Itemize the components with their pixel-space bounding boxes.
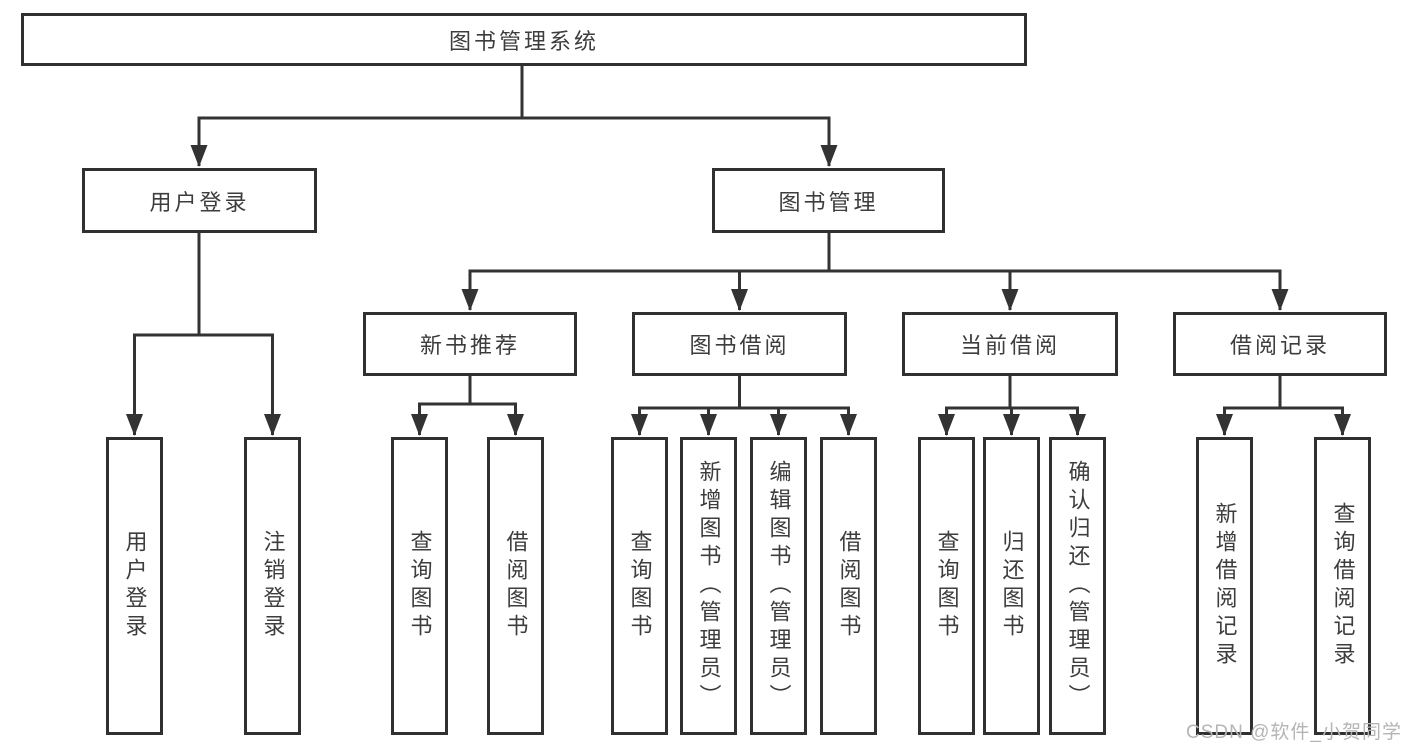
node-new-book-recommendation-label: 新书推荐 bbox=[419, 333, 520, 358]
node-library-management-system-label: 图书管理系统 bbox=[448, 28, 599, 54]
leaf-user-login-label: 用户登录 bbox=[122, 530, 148, 642]
leaf-borrow-books-2: 借阅图书 bbox=[820, 437, 877, 735]
leaf-confirm-return-admin: 确认归还（管理员） bbox=[1049, 437, 1106, 735]
node-new-book-recommendation: 新书推荐 bbox=[363, 312, 577, 376]
node-current-borrowing-label: 当前借阅 bbox=[959, 333, 1060, 358]
node-borrowing-records-label: 借阅记录 bbox=[1229, 333, 1330, 358]
leaf-query-books-2-label: 查询图书 bbox=[627, 530, 653, 642]
node-current-borrowing: 当前借阅 bbox=[902, 312, 1118, 376]
leaf-return-books-label: 归还图书 bbox=[999, 530, 1025, 642]
leaf-logout: 注销登录 bbox=[244, 437, 301, 735]
leaf-query-books-1: 查询图书 bbox=[391, 437, 448, 735]
leaf-query-books-3-label: 查询图书 bbox=[934, 530, 960, 642]
leaf-query-books-2: 查询图书 bbox=[611, 437, 668, 735]
leaf-edit-books-admin-label: 编辑图书（管理员） bbox=[766, 460, 792, 712]
leaf-query-books-1-label: 查询图书 bbox=[407, 530, 433, 642]
leaf-logout-label: 注销登录 bbox=[260, 530, 286, 642]
leaf-confirm-return-admin-label: 确认归还（管理员） bbox=[1065, 460, 1091, 712]
leaf-add-books-admin: 新增图书（管理员） bbox=[680, 437, 737, 735]
csdn-watermark: CSDN @软件_小贺同学 bbox=[1186, 722, 1402, 743]
leaf-borrow-books-2-label: 借阅图书 bbox=[836, 530, 862, 642]
node-book-management-label: 图书管理 bbox=[778, 189, 879, 215]
leaf-return-books: 归还图书 bbox=[983, 437, 1040, 735]
leaf-query-books-3: 查询图书 bbox=[918, 437, 975, 735]
leaf-edit-books-admin: 编辑图书（管理员） bbox=[750, 437, 807, 735]
leaf-user-login: 用户登录 bbox=[106, 437, 163, 735]
leaf-borrow-books-1-label: 借阅图书 bbox=[503, 530, 529, 642]
leaf-add-borrow-record: 新增借阅记录 bbox=[1196, 437, 1253, 735]
leaf-query-borrow-record-label: 查询借阅记录 bbox=[1330, 502, 1356, 670]
leaf-add-books-admin-label: 新增图书（管理员） bbox=[696, 460, 722, 712]
node-library-management-system: 图书管理系统 bbox=[21, 13, 1027, 66]
node-user-login: 用户登录 bbox=[82, 168, 317, 233]
leaf-add-borrow-record-label: 新增借阅记录 bbox=[1212, 502, 1238, 670]
node-book-borrowing-label: 图书借阅 bbox=[689, 333, 790, 358]
leaf-query-borrow-record: 查询借阅记录 bbox=[1314, 437, 1371, 735]
node-user-login-label: 用户登录 bbox=[149, 189, 250, 215]
node-book-borrowing: 图书借阅 bbox=[632, 312, 847, 376]
node-borrowing-records: 借阅记录 bbox=[1173, 312, 1387, 376]
node-book-management: 图书管理 bbox=[712, 168, 945, 233]
leaf-borrow-books-1: 借阅图书 bbox=[487, 437, 544, 735]
